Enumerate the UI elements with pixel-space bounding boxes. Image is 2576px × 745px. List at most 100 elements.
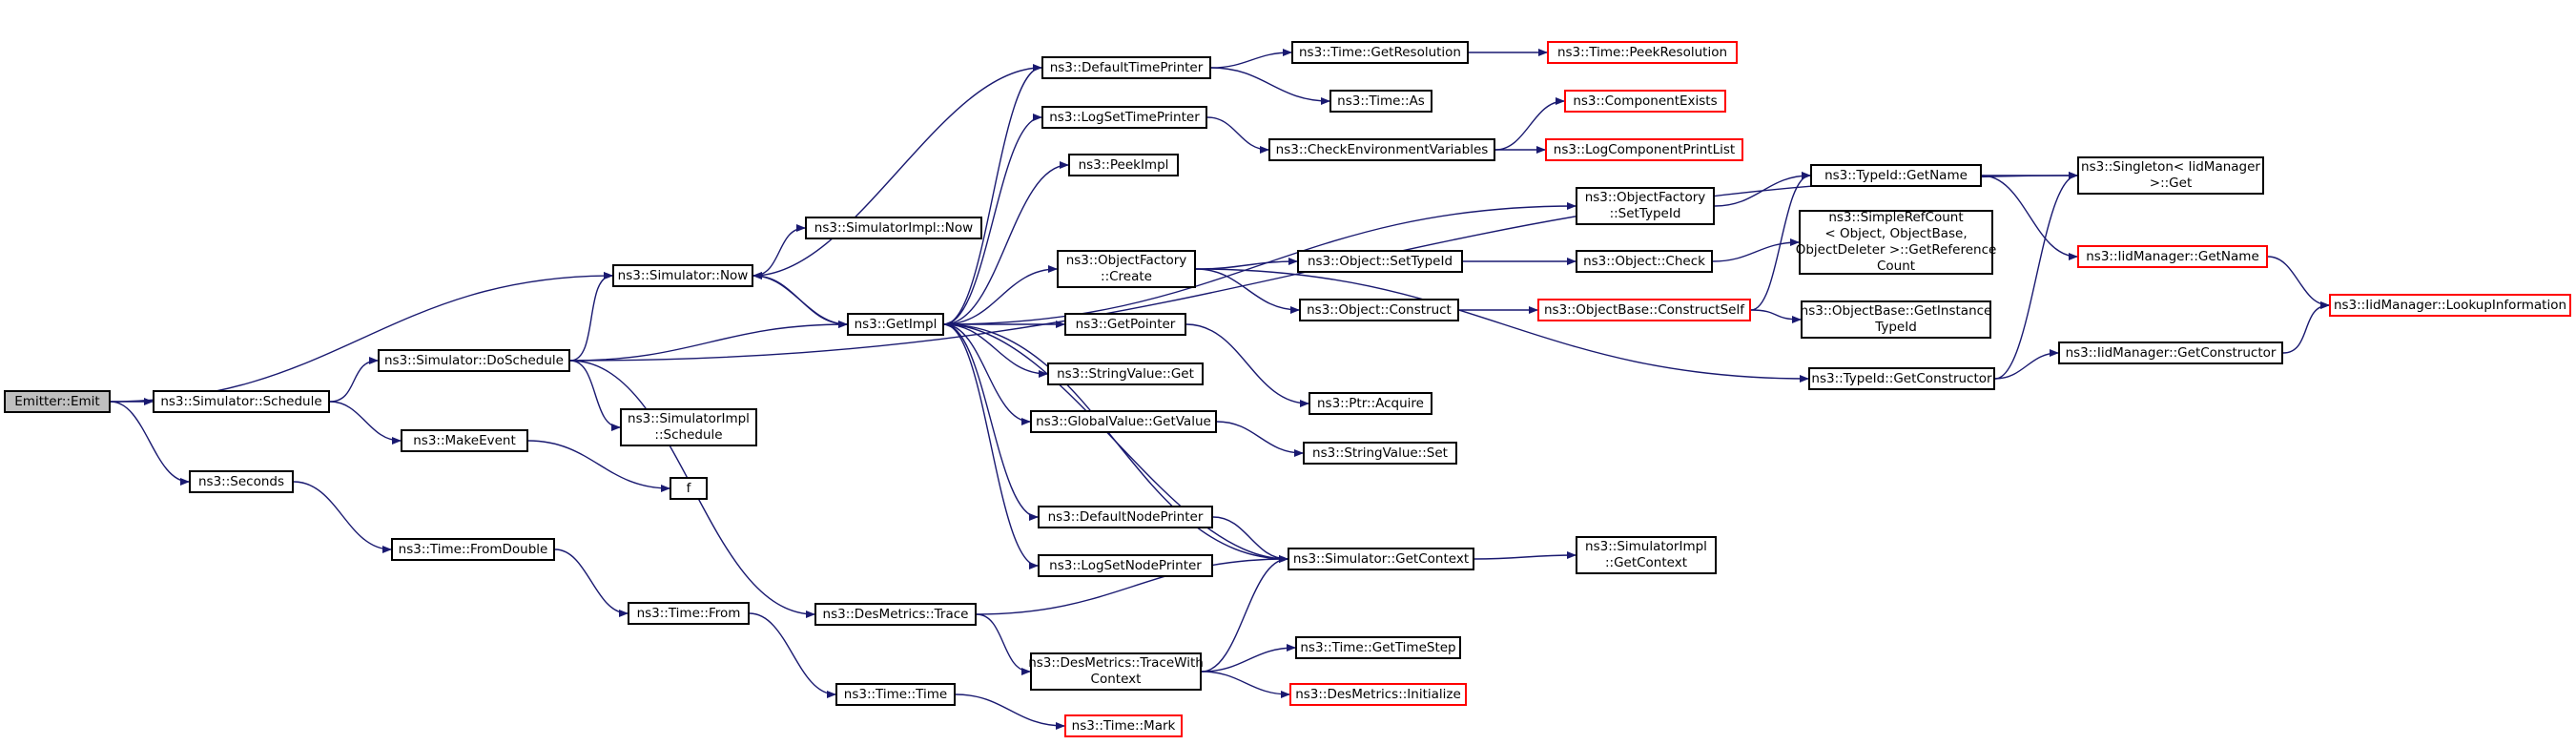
edge-desmetrics-tracewith-to-sim-getcontext: [1201, 555, 1288, 673]
node-time-getresolution[interactable]: ns3::Time::GetResolution: [1291, 41, 1469, 64]
node-label-line: Emitter::Emit: [14, 393, 100, 409]
node-globalvalue-getvalue[interactable]: ns3::GlobalValue::GetValue: [1030, 410, 1217, 433]
node-time-time[interactable]: ns3::Time::Time: [835, 683, 956, 706]
node-sim-schedule[interactable]: ns3::Simulator::Schedule: [153, 390, 330, 413]
node-label-line: ns3::Simulator::Schedule: [160, 393, 322, 409]
node-object-construct[interactable]: ns3::Object::Construct: [1299, 299, 1459, 321]
node-label-line: ns3::Ptr::Acquire: [1317, 395, 1424, 411]
node-iidmanager-lookupinformation[interactable]: ns3::IidManager::LookupInformation: [2329, 294, 2571, 317]
node-label-line: ns3::Seconds: [198, 473, 284, 489]
edge-getimpl-to-objfactory-settypeid: [943, 202, 1577, 325]
edge-objfactory-create-to-object-settypeid: [1195, 258, 1298, 270]
edge-default-time-printer-to-time-as: [1210, 67, 1330, 105]
node-makeevent[interactable]: ns3::MakeEvent: [401, 429, 528, 452]
node-iidmanager-getconstructor[interactable]: ns3::IidManager::GetConstructor: [2058, 341, 2283, 364]
node-logset-node-printer[interactable]: ns3::LogSetNodePrinter: [1038, 554, 1213, 577]
node-sim-getcontext[interactable]: ns3::Simulator::GetContext: [1288, 548, 1474, 570]
edge-desmetrics-trace-to-sim-getcontext: [976, 555, 1288, 615]
node-time-gettimestep[interactable]: ns3::Time::GetTimeStep: [1295, 636, 1461, 659]
edge-sim-doschedule-to-sim-now: [569, 272, 613, 362]
node-logset-time-printer[interactable]: ns3::LogSetTimePrinter: [1041, 106, 1207, 129]
node-simimpl-getcontext[interactable]: ns3::SimulatorImpl::GetContext: [1576, 536, 1717, 574]
node-label-line: ns3::DesMetrics::Trace: [822, 606, 969, 622]
edge-getimpl-to-stringvalue-get: [943, 323, 1048, 378]
node-sim-doschedule[interactable]: ns3::Simulator::DoSchedule: [378, 349, 570, 372]
edge-default-time-printer-to-sim-now: [752, 67, 1042, 279]
node-label-line: f: [686, 480, 691, 496]
node-label-line: TypeId: [1875, 320, 1917, 335]
node-object-check[interactable]: ns3::Object::Check: [1576, 250, 1713, 273]
edge-typeid-getconstructor-to-singleton-get: [1994, 172, 2078, 380]
node-getpointer[interactable]: ns3::GetPointer: [1064, 313, 1186, 336]
node-f[interactable]: f: [670, 477, 708, 500]
node-stringvalue-get[interactable]: ns3::StringValue::Get: [1047, 362, 1204, 385]
node-singleton-get[interactable]: ns3::Singleton< IidManager>::Get: [2077, 156, 2264, 195]
node-label-line: >::Get: [2149, 176, 2193, 191]
node-simplerefcount-getrefcount[interactable]: ns3::SimpleRefCount< Object, ObjectBase,…: [1796, 210, 1996, 275]
node-stringvalue-set[interactable]: ns3::StringValue::Set: [1303, 442, 1457, 465]
edge-default-time-printer-to-time-getresolution: [1210, 49, 1292, 69]
node-simimpl-now[interactable]: ns3::SimulatorImpl::Now: [805, 217, 982, 239]
edge-getimpl-to-default-time-printer: [943, 64, 1042, 325]
node-peekimpl[interactable]: ns3::PeekImpl: [1068, 154, 1179, 176]
edge-getimpl-to-objfactory-create: [943, 265, 1058, 325]
node-label-line: ns3::Time::GetTimeStep: [1300, 639, 1456, 655]
edge-getimpl-to-peekimpl: [943, 161, 1069, 325]
node-iidmanager-getname[interactable]: ns3::IidManager::GetName: [2077, 245, 2268, 268]
node-label-line: ns3::CheckEnvironmentVariables: [1275, 141, 1489, 157]
node-time-mark[interactable]: ns3::Time::Mark: [1064, 714, 1183, 737]
node-label-line: ns3::Simulator::DoSchedule: [384, 352, 564, 368]
node-time-peekresolution[interactable]: ns3::Time::PeekResolution: [1547, 41, 1738, 64]
node-check-env-vars[interactable]: ns3::CheckEnvironmentVariables: [1268, 138, 1495, 161]
node-time-from[interactable]: ns3::Time::From: [628, 602, 750, 625]
node-time-fromdouble[interactable]: ns3::Time::FromDouble: [391, 538, 555, 561]
edge-getpointer-to-ptr-acquire: [1185, 323, 1309, 407]
node-label-line: ns3::PeekImpl: [1078, 156, 1169, 173]
node-typeid-getconstructor[interactable]: ns3::TypeId::GetConstructor: [1808, 367, 1995, 390]
edge-getimpl-to-sim-now: [752, 272, 848, 325]
edge-sim-now-to-simimpl-now: [752, 224, 806, 277]
edge-desmetrics-trace-to-desmetrics-tracewith: [976, 613, 1031, 675]
edge-iidmanager-getconstructor-to-iidmanager-lookupinformation: [2282, 301, 2330, 354]
edge-globalvalue-getvalue-to-stringvalue-set: [1216, 421, 1304, 457]
edge-sim-schedule-to-makeevent: [329, 401, 402, 445]
node-logcomponent-printlist[interactable]: ns3::LogComponentPrintList: [1545, 138, 1743, 161]
node-label-line: ns3::IidManager::LookupInformation: [2333, 297, 2567, 313]
node-getimpl[interactable]: ns3::GetImpl: [847, 313, 944, 336]
node-ptr-acquire[interactable]: ns3::Ptr::Acquire: [1309, 392, 1432, 415]
node-simimpl-schedule[interactable]: ns3::SimulatorImpl::Schedule: [620, 408, 757, 446]
edge-object-check-to-simplerefcount-getrefcount: [1712, 238, 1800, 262]
node-typeid-getname[interactable]: ns3::TypeId::GetName: [1810, 164, 1982, 187]
edge-getimpl-to-logset-time-printer: [943, 114, 1042, 325]
node-object-settypeid[interactable]: ns3::Object::SetTypeId: [1297, 250, 1463, 273]
node-label-line: ::SetTypeId: [1609, 206, 1681, 221]
node-sim-now[interactable]: ns3::Simulator::Now: [612, 264, 753, 287]
node-label-line: ns3::Time::GetResolution: [1298, 44, 1461, 60]
node-label-line: ns3::StringValue::Set: [1312, 445, 1448, 461]
edge-objectbase-constructself-to-typeid-getname: [1750, 172, 1811, 311]
node-label-line: ns3::TypeId::GetConstructor: [1811, 370, 1992, 386]
node-label-line: ns3::IidManager::GetName: [2086, 248, 2259, 264]
node-objfactory-settypeid[interactable]: ns3::ObjectFactory::SetTypeId: [1576, 187, 1715, 225]
node-default-time-printer[interactable]: ns3::DefaultTimePrinter: [1041, 56, 1211, 79]
node-objfactory-create[interactable]: ns3::ObjectFactory::Create: [1057, 250, 1196, 288]
node-label-line: ns3::GlobalValue::GetValue: [1036, 413, 1211, 429]
node-desmetrics-init[interactable]: ns3::DesMetrics::Initialize: [1289, 683, 1467, 706]
edge-logset-time-printer-to-check-env-vars: [1206, 116, 1269, 154]
node-component-exists[interactable]: ns3::ComponentExists: [1564, 90, 1726, 113]
node-label-line: ns3::StringValue::Get: [1057, 365, 1194, 382]
node-label-line: ::Schedule: [654, 427, 723, 443]
node-desmetrics-trace[interactable]: ns3::DesMetrics::Trace: [814, 603, 977, 626]
edge-time-fromdouble-to-time-from: [554, 548, 629, 617]
node-time-as[interactable]: ns3::Time::As: [1329, 90, 1432, 113]
node-default-node-printer[interactable]: ns3::DefaultNodePrinter: [1038, 506, 1213, 528]
node-label-line: ns3::Time::From: [636, 605, 741, 621]
node-label-line: ns3::SimulatorImpl: [628, 411, 750, 426]
node-objectbase-constructself[interactable]: ns3::ObjectBase::ConstructSelf: [1537, 299, 1751, 321]
node-seconds[interactable]: ns3::Seconds: [189, 470, 294, 493]
node-label-line: ::GetContext: [1604, 555, 1688, 570]
node-label-line: ns3::Simulator::Now: [617, 267, 749, 283]
